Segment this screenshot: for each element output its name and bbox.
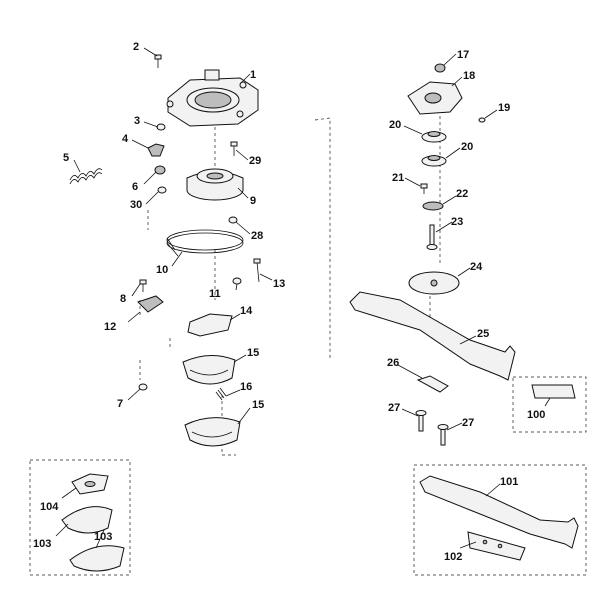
- part-19-washer: [478, 117, 486, 123]
- label-28: 28: [251, 230, 263, 242]
- label-25: 25: [477, 328, 489, 340]
- label-15-upper: 15: [247, 347, 259, 359]
- label-102: 102: [444, 551, 462, 563]
- part-27-bolt-left: [415, 410, 427, 432]
- label-23: 23: [451, 216, 463, 228]
- part-15-brake-shoe-upper: [182, 355, 236, 385]
- label-7: 7: [117, 398, 123, 410]
- part-8-screw: [139, 279, 147, 292]
- label-103-left: 103: [33, 538, 51, 550]
- label-26: 26: [387, 357, 399, 369]
- label-21: 21: [392, 172, 404, 184]
- label-19: 19: [498, 102, 510, 114]
- part-103-brake-shoe-lower: [69, 545, 125, 572]
- part-20-bearing-upper: [421, 131, 447, 143]
- label-14: 14: [240, 305, 253, 317]
- label-20-lower: 20: [461, 141, 473, 153]
- part-104-plate: [71, 473, 109, 495]
- label-13: 13: [273, 278, 285, 290]
- part-1-housing: [166, 69, 259, 127]
- part-27-bolt-right: [437, 424, 449, 446]
- label-8: 8: [120, 293, 126, 305]
- guide-line-right: [380, 110, 441, 330]
- part-24-disc: [408, 271, 460, 295]
- label-27-left: 27: [388, 402, 400, 414]
- part-15-brake-shoe-lower: [184, 417, 241, 447]
- label-27-right: 27: [462, 417, 474, 429]
- label-6: 6: [132, 181, 138, 193]
- part-21-screw: [420, 183, 428, 194]
- part-29-screw: [230, 141, 238, 156]
- label-11: 11: [209, 288, 221, 300]
- label-100: 100: [527, 409, 545, 421]
- part-5-spring: [69, 168, 103, 185]
- kit-box-100: [512, 376, 587, 433]
- kit-box-103-104: [29, 459, 131, 576]
- label-9: 9: [250, 195, 256, 207]
- label-5: 5: [63, 152, 69, 164]
- label-29: 29: [249, 155, 261, 167]
- part-4-lever: [147, 143, 165, 157]
- label-4: 4: [122, 133, 129, 145]
- part-9-pulley: [186, 168, 244, 201]
- label-101: 101: [500, 476, 518, 488]
- guide-line-left: [214, 115, 331, 456]
- label-15-lower: 15: [252, 399, 264, 411]
- part-6-nut: [154, 165, 166, 175]
- part-23-bolt: [426, 224, 438, 250]
- part-12-bracket: [137, 295, 164, 313]
- part-25-blade: [349, 291, 516, 381]
- part-11-washer: [232, 277, 242, 285]
- label-12: 12: [104, 321, 116, 333]
- label-10: 10: [156, 264, 168, 276]
- part-22-seal: [422, 201, 444, 211]
- label-24: 24: [470, 261, 483, 273]
- part-14-plate: [187, 313, 233, 337]
- label-104: 104: [40, 501, 59, 513]
- label-3: 3: [134, 115, 140, 127]
- part-16-spring: [215, 387, 227, 401]
- part-28-washer: [228, 216, 238, 224]
- part-13-pin: [253, 258, 261, 283]
- label-20-upper: 20: [389, 119, 401, 131]
- part-17-nut: [434, 63, 446, 73]
- part-26-plate: [416, 375, 449, 393]
- part-2-screw: [154, 54, 162, 68]
- label-2: 2: [133, 41, 139, 53]
- part-10-brake-band: [166, 229, 244, 257]
- label-22: 22: [456, 188, 468, 200]
- label-17: 17: [457, 49, 469, 61]
- label-16: 16: [240, 381, 252, 393]
- guide-line-misc: [139, 210, 171, 380]
- part-103-brake-shoe-upper: [61, 506, 113, 534]
- label-18: 18: [463, 70, 475, 82]
- label-1: 1: [250, 69, 256, 81]
- part-100-plate: [531, 384, 576, 399]
- part-20-bearing-lower: [421, 155, 447, 167]
- part-7-washer: [138, 383, 148, 391]
- kit-box-101-102: [413, 464, 587, 576]
- label-30: 30: [130, 199, 142, 211]
- part-3-washer: [156, 123, 166, 131]
- leader-lines: [55, 47, 551, 549]
- part-101-blade: [419, 475, 579, 549]
- part-102-plate: [467, 531, 526, 561]
- part-18-flange: [407, 81, 463, 115]
- part-30-nut: [157, 186, 167, 194]
- label-103-right: 103: [94, 531, 112, 543]
